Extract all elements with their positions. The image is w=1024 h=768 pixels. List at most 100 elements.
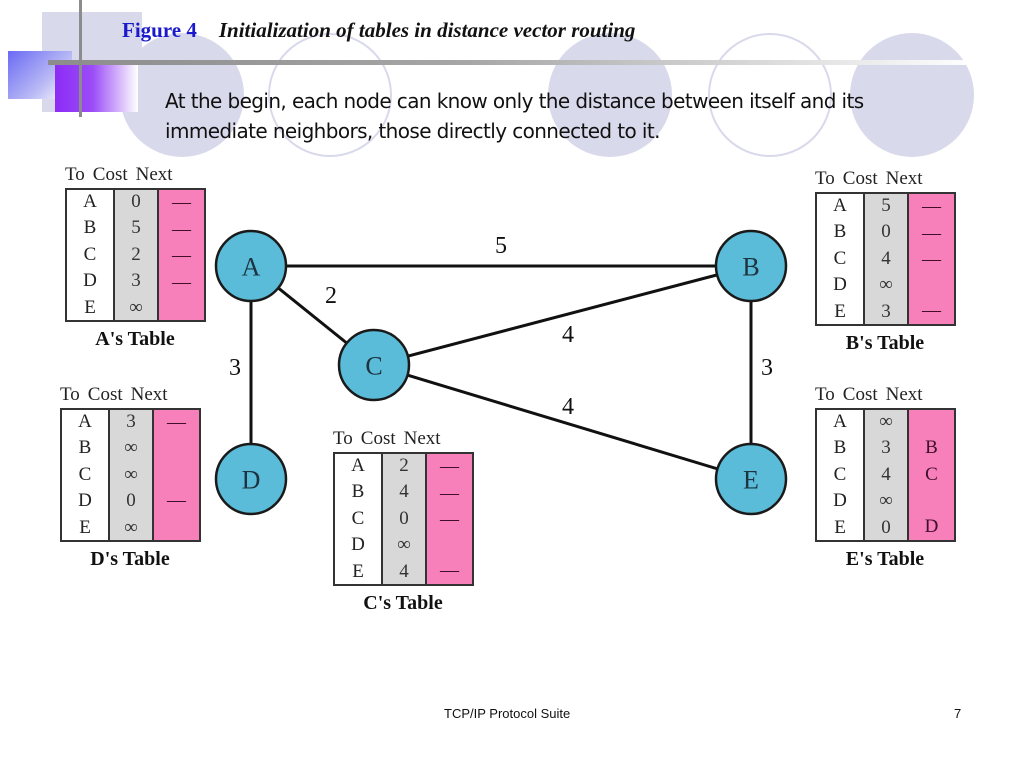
column-cost: ∞ 3 4 ∞ 0	[865, 410, 909, 540]
figure-caption: Initialization of tables in distance vec…	[218, 18, 636, 42]
table-header: To Cost Next	[60, 382, 201, 408]
table-cell-next: D	[924, 515, 939, 537]
column-header-next: Next	[130, 384, 168, 405]
column-header-next: Next	[403, 428, 441, 449]
table-cell-to: C	[833, 247, 847, 269]
node-circle	[337, 328, 411, 402]
column-header-next: Next	[885, 384, 923, 405]
column-cost: 3∞∞0∞	[110, 410, 154, 540]
page-number: 7	[954, 706, 962, 721]
table-cell-next: —	[922, 222, 941, 244]
table-cell-next: —	[922, 299, 941, 321]
column-header-cost: Cost	[87, 384, 123, 405]
table-cell-cost: 5	[131, 217, 141, 239]
table-cell-next: C	[925, 463, 938, 485]
table-cell-to: D	[83, 270, 97, 292]
column-header-cost: Cost	[360, 428, 396, 449]
decorative-circle	[850, 33, 974, 157]
table-cell-next: —	[440, 456, 459, 477]
table-cell-cost: ∞	[879, 490, 893, 512]
decorative-ring	[268, 33, 392, 157]
node-label: C	[365, 352, 382, 381]
node-label: B	[742, 253, 759, 282]
table-cell-cost: 3	[126, 410, 136, 432]
table-cell-to: B	[833, 437, 847, 459]
column-header-to: To	[333, 428, 353, 449]
table-cell-to: E	[834, 516, 846, 538]
table-caption: D's Table	[90, 548, 170, 570]
column-header-next: Next	[135, 164, 173, 185]
column-header-to: To	[65, 164, 85, 185]
node-d: D	[214, 442, 288, 516]
table-cell-to: B	[78, 437, 92, 459]
node-label: D	[242, 466, 261, 495]
table-cell-cost: 3	[881, 437, 891, 459]
table-cell-to: D	[833, 490, 847, 512]
decorative-ring	[708, 33, 832, 157]
node-e: E	[714, 442, 788, 516]
table-cell-next: —	[922, 196, 941, 217]
table-cell-to: D	[78, 490, 92, 512]
node-b: B	[714, 229, 788, 303]
node-circle	[714, 442, 788, 516]
table-cell-cost: 2	[131, 243, 141, 265]
table-cell-cost: 0	[881, 221, 891, 243]
table-cell-to: C	[351, 507, 365, 529]
table-cell-next: —	[167, 489, 186, 511]
table-cell-cost: 4	[881, 463, 891, 485]
column-next: ————	[427, 454, 472, 584]
column-next: ——	[154, 410, 199, 540]
table-cell-to: A	[351, 454, 365, 476]
node-a: A	[214, 229, 288, 303]
table-caption: C's Table	[363, 592, 443, 614]
column-next: ————	[159, 190, 204, 320]
table-cell-cost: ∞	[129, 296, 143, 318]
table-cell-to: E	[834, 300, 846, 322]
column-next: ————	[909, 194, 954, 324]
table-cell-next: B	[925, 437, 938, 459]
column-header-cost: Cost	[842, 168, 878, 189]
description-text: At the begin, each node can know only th…	[165, 89, 864, 143]
table-cell-to: C	[78, 463, 92, 485]
table-cell-to: A	[833, 194, 847, 216]
edge-c-b	[373, 264, 752, 367]
table-cell-cost: ∞	[879, 410, 893, 432]
table-caption: E's Table	[845, 548, 925, 570]
table-cell-cost: ∞	[397, 534, 411, 556]
table-cell-cost: 0	[126, 490, 136, 512]
table-caption: A's Table	[95, 328, 175, 350]
table-cell-cost: 4	[881, 247, 891, 269]
table-cell-to: C	[833, 463, 847, 485]
column-header-to: To	[60, 384, 80, 405]
node-circle	[214, 442, 288, 516]
table-cell-cost: 0	[881, 516, 891, 538]
table-cell-next: —	[440, 509, 459, 530]
table-cell-to: A	[78, 410, 92, 432]
table-cell-next: —	[440, 482, 459, 504]
table-cell-cost: 4	[399, 481, 409, 503]
table-cell-next: —	[172, 271, 191, 293]
edge-cost-label: 3	[761, 355, 773, 381]
node-circle	[714, 229, 788, 303]
node-label: A	[242, 253, 261, 282]
table-cell-next: —	[172, 192, 191, 213]
table-cell-to: D	[351, 534, 365, 556]
edge-cost-label: 3	[229, 355, 241, 381]
column-header-next: Next	[885, 168, 923, 189]
node-c: C	[337, 328, 411, 402]
table-cell-cost: ∞	[879, 274, 893, 296]
column-header-cost: Cost	[92, 164, 128, 185]
